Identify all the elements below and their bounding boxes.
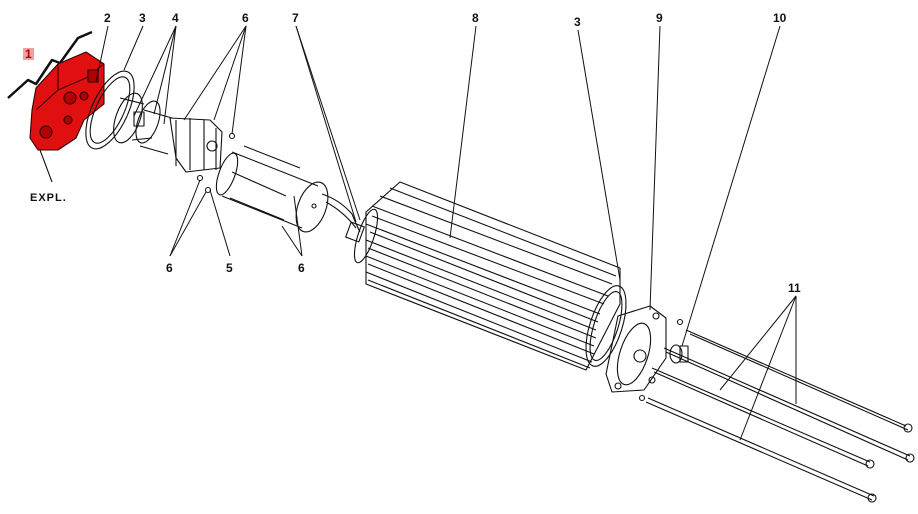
gasket-part-3a[interactable]	[76, 64, 144, 155]
motor-end-part-4[interactable]	[108, 89, 173, 155]
heatsink-part-8[interactable]	[350, 181, 621, 371]
callout-1[interactable]: 1	[23, 47, 34, 61]
callout-3b[interactable]: 3	[574, 15, 581, 29]
callout-4[interactable]: 4	[172, 11, 179, 25]
callout-9[interactable]: 9	[656, 11, 663, 25]
motor-housing-part-7[interactable]	[212, 145, 365, 243]
tie-rods-part-11[interactable]	[645, 329, 915, 503]
callout-6c[interactable]: 6	[298, 261, 305, 275]
callout-11[interactable]: 11	[788, 281, 801, 295]
break-line	[7, 30, 93, 99]
leader-lines	[95, 25, 797, 441]
expl-label: EXPL.	[30, 192, 67, 204]
callout-8[interactable]: 8	[472, 11, 479, 25]
gearbox-part-1[interactable]	[29, 51, 105, 151]
callout-6b[interactable]: 6	[166, 261, 173, 275]
callout-5[interactable]: 5	[226, 261, 233, 275]
end-cap-part-9[interactable]	[605, 305, 667, 393]
brush-plate-part-6[interactable]	[169, 117, 236, 194]
callout-7[interactable]: 7	[292, 11, 299, 25]
callout-3a[interactable]: 3	[139, 11, 146, 25]
callout-10[interactable]: 10	[773, 11, 787, 25]
callout-2[interactable]: 2	[104, 11, 111, 25]
leader-expl	[39, 149, 53, 183]
gasket-part-3b[interactable]	[578, 281, 634, 371]
callout-6a[interactable]: 6	[242, 11, 249, 25]
